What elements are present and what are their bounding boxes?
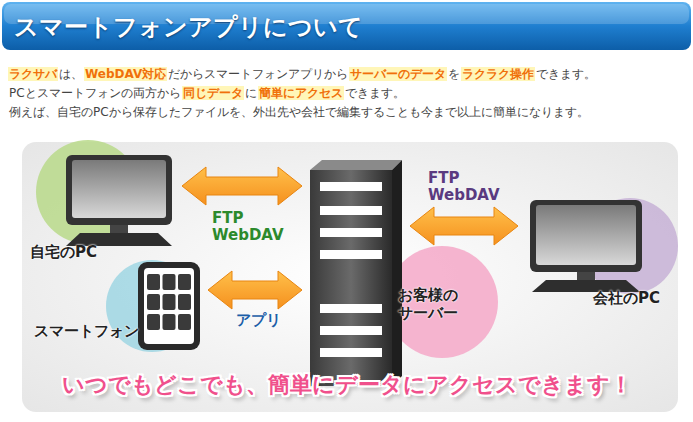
drive-slot — [320, 182, 382, 191]
intro-line: PCとスマートフォンの両方から同じデータに簡単にアクセスできます。 — [8, 85, 406, 102]
intro-line: 例えば、自宅のPCから保存したファイルを、外出先や会社で編集することも今まで以上… — [8, 104, 590, 121]
app-icon — [163, 314, 176, 330]
office-pc-node: 会社のPC — [522, 196, 670, 308]
diagram-panel — [22, 142, 678, 412]
header-bar — [2, 2, 691, 50]
node-label: 自宅のPC — [30, 243, 97, 262]
ftp-arrow — [182, 167, 302, 205]
edge-label: FTP WebDAV — [428, 170, 508, 204]
page-title: スマートフォンアプリについて — [14, 11, 363, 43]
highlight-text: ラクラク操作 — [461, 67, 535, 81]
phone-icon — [138, 262, 200, 350]
edge-label: アプリ — [236, 312, 316, 329]
highlight-text: 同じデータ — [182, 86, 244, 100]
intro-text: PCとスマートフォンの両方から — [8, 86, 182, 100]
app-icon — [178, 314, 191, 330]
highlight-text: ラクサバ — [8, 67, 58, 81]
node-label: スマートフォン — [34, 322, 139, 341]
app-icon — [147, 314, 160, 330]
intro-text: を — [447, 67, 461, 81]
home-pc-node: 自宅のPC — [28, 150, 178, 262]
app-arrow — [208, 271, 302, 309]
home-monitor — [66, 155, 172, 246]
app-icon — [178, 294, 191, 310]
intro-text: できます。 — [535, 67, 597, 81]
app-icon — [163, 274, 176, 290]
app-icon — [147, 294, 160, 310]
server-node: お客様の サーバー — [306, 158, 406, 388]
server-tower — [310, 160, 402, 386]
intro-text: 例えば、自宅のPCから保存したファイルを、外出先や会社で編集することも今まで以上… — [8, 105, 590, 119]
intro-text: できます。 — [344, 86, 406, 100]
edge-label: FTP WebDAV — [212, 210, 292, 244]
intro-text: に — [244, 86, 258, 100]
drive-slot — [320, 250, 382, 259]
app-icon — [147, 274, 160, 290]
highlight-text: サーバーのデータ — [349, 67, 447, 81]
drive-slot — [320, 326, 382, 335]
node-label: 会社のPC — [593, 289, 660, 308]
highlight-text: WebDAV対応 — [84, 67, 167, 81]
app-icon — [163, 294, 176, 310]
office-monitor — [530, 200, 642, 292]
drive-slot — [320, 228, 382, 237]
drive-slot — [320, 348, 382, 357]
intro-text: は、 — [58, 67, 84, 81]
highlight-text: 簡単にアクセス — [258, 86, 344, 100]
node-label: お客様の サーバー — [398, 286, 470, 322]
drive-slot — [320, 206, 382, 215]
drive-slot — [320, 304, 382, 313]
smartphone-node: スマートフォン — [30, 258, 204, 354]
intro-text: だからスマートフォンアプリから — [167, 67, 349, 81]
slogan: いつでもどこでも、簡単にデータにアクセスできます！ — [0, 370, 693, 400]
app-icon — [178, 274, 191, 290]
intro-line: ラクサバは、WebDAV対応だからスマートフォンアプリからサーバーのデータをラク… — [8, 66, 597, 83]
server-circle — [386, 246, 498, 358]
ftp-arrow — [410, 207, 518, 245]
